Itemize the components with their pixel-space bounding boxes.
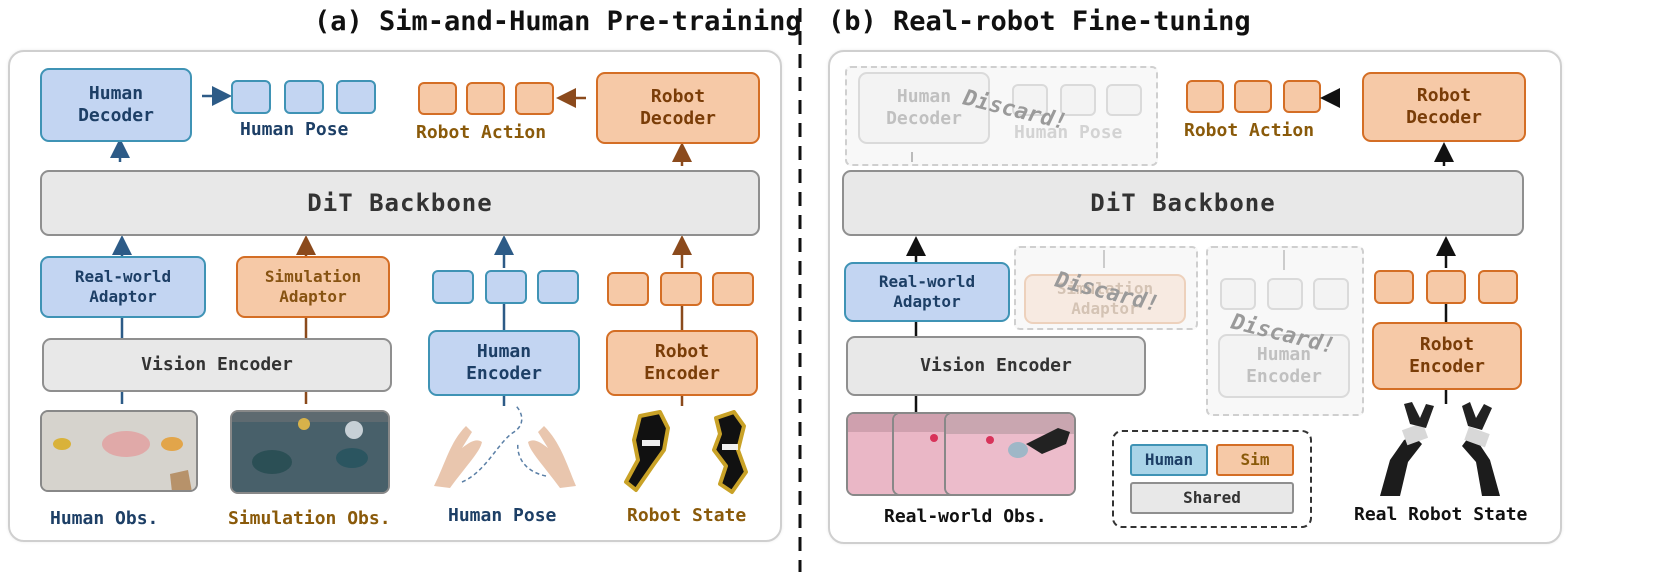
real-world-adaptor-box: Real-world Adaptor xyxy=(844,262,1010,322)
robot-state-token xyxy=(660,272,702,306)
discarded-sim-adaptor-region xyxy=(1014,246,1198,330)
human-pose-image xyxy=(426,402,586,494)
ghost-human-token xyxy=(1313,278,1349,310)
ghost-human-encoder-box: Human Encoder xyxy=(1218,334,1350,398)
ghost-human-pose-label: Human Pose xyxy=(1014,122,1123,143)
dit-backbone-box: DiT Backbone xyxy=(40,170,760,236)
human-obs-label: Human Obs. xyxy=(50,508,159,529)
human-state-token xyxy=(432,270,474,304)
legend xyxy=(1112,430,1312,528)
robot-action-token xyxy=(515,82,554,115)
legend-human: Human xyxy=(1130,444,1208,476)
right-panel-title: (b) Real-robot Fine-tuning xyxy=(828,6,1251,37)
human-pose-output-label: Human Pose xyxy=(240,119,349,140)
robot-state-token xyxy=(1478,270,1518,304)
robot-action-token xyxy=(466,82,505,115)
ghost-pose-token xyxy=(1106,84,1142,116)
robot-action-token xyxy=(1234,80,1272,113)
vision-encoder-box: Vision Encoder xyxy=(42,338,392,392)
ghost-human-token xyxy=(1220,278,1256,310)
ghost-pose-token xyxy=(1060,84,1096,116)
real-world-adaptor-box: Real-world Adaptor xyxy=(40,256,206,318)
robot-action-output-label: Robot Action xyxy=(416,122,547,143)
robot-state-token xyxy=(1374,270,1414,304)
discarded-human-decoder-region xyxy=(845,66,1158,166)
ghost-pose-token xyxy=(1012,84,1048,116)
human-encoder-box: Human Encoder xyxy=(428,330,580,396)
real-robot-state-image xyxy=(1360,400,1536,498)
robot-encoder-box: Robot Encoder xyxy=(1372,322,1522,390)
legend-shared: Shared xyxy=(1130,482,1294,514)
ghost-human-token xyxy=(1267,278,1303,310)
human-decoder-box: Human Decoder xyxy=(40,68,192,142)
human-pose-token xyxy=(284,80,324,114)
simulation-obs-image xyxy=(230,410,390,494)
human-pose-token xyxy=(336,80,376,114)
dit-backbone-box: DiT Backbone xyxy=(842,170,1524,236)
vision-encoder-box: Vision Encoder xyxy=(846,336,1146,396)
human-pose-input-label: Human Pose xyxy=(448,505,557,526)
robot-action-token xyxy=(1186,80,1224,113)
robot-encoder-box: Robot Encoder xyxy=(606,330,758,396)
robot-decoder-box: Robot Decoder xyxy=(1362,72,1526,142)
real-obs-frame-3 xyxy=(944,412,1076,496)
robot-state-label: Robot State xyxy=(627,505,747,526)
robot-action-output-label: Robot Action xyxy=(1184,120,1315,141)
robot-state-token xyxy=(607,272,649,306)
robot-decoder-box: Robot Decoder xyxy=(596,72,760,144)
ghost-human-decoder-box: Human Decoder xyxy=(858,72,990,144)
real-robot-state-label: Real Robot State xyxy=(1354,504,1528,525)
human-state-token xyxy=(485,270,527,304)
robot-state-token xyxy=(712,272,754,306)
left-panel-title: (a) Sim-and-Human Pre-training xyxy=(314,6,802,37)
robot-state-image xyxy=(620,410,756,496)
robot-state-token xyxy=(1426,270,1466,304)
simulation-adaptor-box: Simulation Adaptor xyxy=(236,256,390,318)
ghost-simulation-adaptor-box: Simulation Adaptor xyxy=(1024,274,1186,324)
simulation-obs-label: Simulation Obs. xyxy=(228,508,391,529)
human-state-token xyxy=(537,270,579,304)
human-obs-image xyxy=(40,410,198,492)
discarded-human-encoder-region xyxy=(1206,246,1364,416)
legend-sim: Sim xyxy=(1216,444,1294,476)
human-pose-token xyxy=(231,80,271,114)
real-world-obs-label: Real-world Obs. xyxy=(884,506,1047,527)
robot-action-token xyxy=(418,82,457,115)
